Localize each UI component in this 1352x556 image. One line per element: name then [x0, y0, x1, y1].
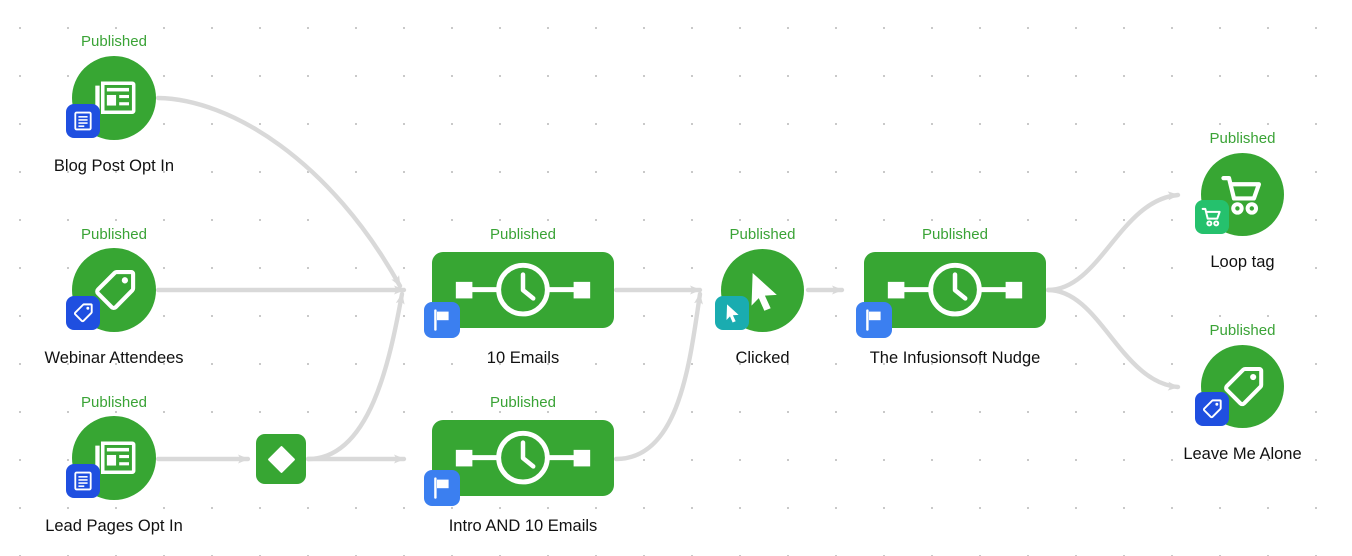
- node-label-leave-me-alone: Leave Me Alone: [1183, 445, 1302, 463]
- tag-icon: [1220, 364, 1266, 410]
- connector-diamond-to-10emails[interactable]: [305, 291, 405, 462]
- flag-icon: [430, 476, 454, 500]
- node-badge-the-infusionsoft-nudge[interactable]: [856, 302, 892, 338]
- node-label-clicked: Clicked: [735, 349, 790, 367]
- node-shape-the-infusionsoft-nudge[interactable]: [864, 252, 1046, 328]
- connector-intro-to-clicked[interactable]: [613, 291, 703, 462]
- node-shape-decision-diamond[interactable]: [256, 434, 306, 484]
- cursor-icon: [721, 302, 743, 324]
- node-label-lead-pages-opt-in: Lead Pages Opt In: [45, 517, 183, 535]
- newspaper-icon: [91, 75, 138, 122]
- sequence-clock-icon: [450, 427, 596, 488]
- connector-blog-to-10emails[interactable]: [155, 95, 403, 289]
- node-status-webinar-attendees: Published: [81, 226, 147, 243]
- cart-icon: [1201, 206, 1223, 228]
- sequence-clock-icon: [882, 259, 1028, 320]
- node-label-blog-post-opt-in: Blog Post Opt In: [53, 157, 175, 175]
- sequence-clock-icon: [450, 259, 596, 320]
- node-ten-emails[interactable]: Published 10 Emails: [424, 227, 614, 367]
- node-badge-intro-and-10-emails[interactable]: [424, 470, 460, 506]
- node-label-ten-emails: 10 Emails: [486, 349, 560, 367]
- node-badge-clicked[interactable]: [715, 296, 749, 330]
- node-badge-leave-me-alone[interactable]: [1195, 392, 1229, 426]
- connector-nudge-to-looptag[interactable]: [1045, 191, 1181, 293]
- node-badge-lead-pages-opt-in[interactable]: [66, 464, 100, 498]
- node-status-clicked: Published: [729, 226, 796, 243]
- webform-icon: [72, 470, 94, 492]
- node-decision-diamond[interactable]: [256, 434, 306, 484]
- flag-icon: [430, 308, 454, 332]
- node-status-intro-and-10-emails: Published: [490, 394, 556, 411]
- cart-icon: [1220, 172, 1266, 218]
- tag-icon: [1201, 398, 1223, 420]
- node-label-webinar-attendees: Webinar Attendees: [44, 349, 184, 367]
- connector-nudge-to-leavemealone[interactable]: [1045, 287, 1181, 391]
- node-badge-loop-tag[interactable]: [1195, 200, 1229, 234]
- node-badge-blog-post-opt-in[interactable]: [66, 104, 100, 138]
- node-status-ten-emails: Published: [490, 226, 556, 243]
- tag-icon: [72, 302, 94, 324]
- node-status-blog-post-opt-in: Published: [81, 33, 147, 50]
- tag-icon: [91, 267, 138, 314]
- node-status-the-infusionsoft-nudge: Published: [922, 226, 988, 243]
- diamond-icon: [266, 444, 297, 475]
- node-label-loop-tag: Loop tag: [1210, 253, 1275, 271]
- flag-icon: [862, 308, 886, 332]
- cursor-icon: [740, 268, 786, 314]
- webform-icon: [72, 110, 94, 132]
- node-label-the-infusionsoft-nudge: The Infusionsoft Nudge: [869, 349, 1041, 367]
- node-label-intro-and-10-emails: Intro AND 10 Emails: [448, 517, 598, 535]
- node-shape-intro-and-10-emails[interactable]: [432, 420, 614, 496]
- node-badge-webinar-attendees[interactable]: [66, 296, 100, 330]
- node-status-leave-me-alone: Published: [1209, 322, 1276, 339]
- node-status-loop-tag: Published: [1209, 130, 1276, 147]
- node-shape-ten-emails[interactable]: [432, 252, 614, 328]
- node-badge-ten-emails[interactable]: [424, 302, 460, 338]
- node-status-lead-pages-opt-in: Published: [81, 394, 147, 411]
